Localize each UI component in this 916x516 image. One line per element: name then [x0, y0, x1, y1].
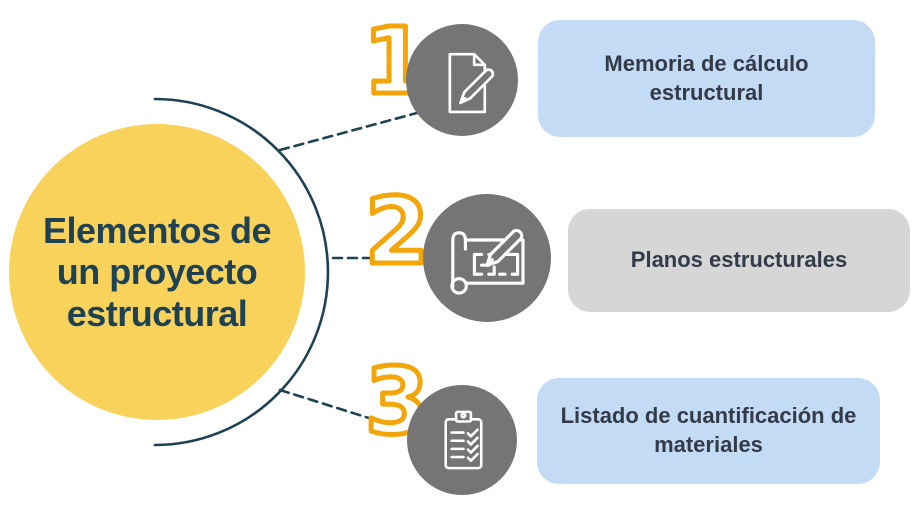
dashed-connector-1: [278, 108, 430, 152]
card-1-label: Memoria de cálculo estructural: [604, 50, 809, 105]
card-planos-estructurales: Planos estructurales: [568, 209, 910, 312]
icon-circle-3: [407, 385, 517, 495]
clipboard-checklist-icon: [444, 410, 483, 470]
card-listado-cuantificacion: Listado de cuantificación de materiales: [537, 378, 880, 484]
outer-arc: [153, 97, 330, 447]
blueprint-plan-icon: [450, 228, 525, 295]
dashed-connector-3: [278, 388, 412, 433]
icon-circle-1: [406, 24, 518, 136]
main-topic-circle: Elementos de un proyecto estructural: [9, 124, 305, 420]
number-badge-2: 2: [362, 176, 431, 276]
card-memoria-calculo: Memoria de cálculo estructural: [538, 20, 875, 137]
icon-circle-2: [423, 194, 551, 322]
page-title: Elementos de un proyecto estructural: [42, 209, 272, 334]
document-pen-icon: [448, 52, 495, 114]
card-3-label: Listado de cuantificación de materiales: [560, 403, 857, 457]
card-2-label: Planos estructurales: [630, 247, 848, 273]
number-2-label: 2: [365, 178, 429, 275]
